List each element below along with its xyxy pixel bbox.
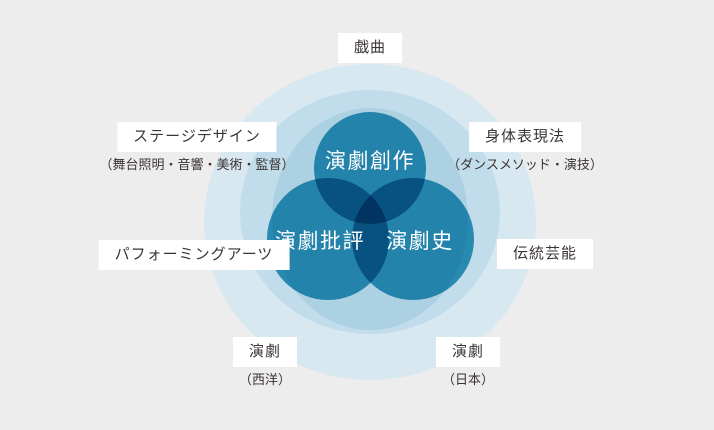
label-group-theater-western: 演劇 （西洋）: [232, 337, 298, 388]
venn-label-theater-history: 演劇史: [386, 230, 454, 253]
label-group-theater-japanese: 演劇 （日本）: [435, 337, 501, 388]
circle-theater-criticism: [267, 178, 389, 300]
label-group-stage-design: ステージデザイン （舞台照明・音響・美術・監督）: [99, 122, 295, 173]
sublabel-theater-japanese-region: （日本）: [441, 372, 495, 387]
label-theater-western: 演劇: [232, 337, 298, 367]
venn-label-theater-criticism: 演劇批評: [275, 230, 365, 253]
sublabel-physical-expression-detail: （ダンスメソッド・演技）: [447, 157, 603, 172]
label-drama-script: 戯曲: [337, 33, 403, 63]
label-traditional-performing-arts: 伝統芸能: [496, 239, 594, 269]
sublabel-theater-western-region: （西洋）: [238, 372, 292, 387]
circle-theater-history: [352, 178, 474, 300]
label-group-traditional-performing-arts: 伝統芸能: [496, 239, 594, 269]
label-group-drama-script: 戯曲: [337, 33, 403, 63]
label-group-performing-arts: パフォーミングアーツ: [98, 240, 290, 270]
venn-label-theater-creation: 演劇創作: [325, 150, 415, 173]
label-performing-arts: パフォーミングアーツ: [98, 240, 290, 270]
label-group-physical-expression: 身体表現法 （ダンスメソッド・演技）: [447, 122, 603, 173]
label-theater-japanese: 演劇: [435, 337, 501, 367]
sublabel-stage-design-detail: （舞台照明・音響・美術・監督）: [99, 157, 295, 172]
label-physical-expression: 身体表現法: [468, 122, 581, 152]
label-stage-design: ステージデザイン: [117, 122, 277, 152]
